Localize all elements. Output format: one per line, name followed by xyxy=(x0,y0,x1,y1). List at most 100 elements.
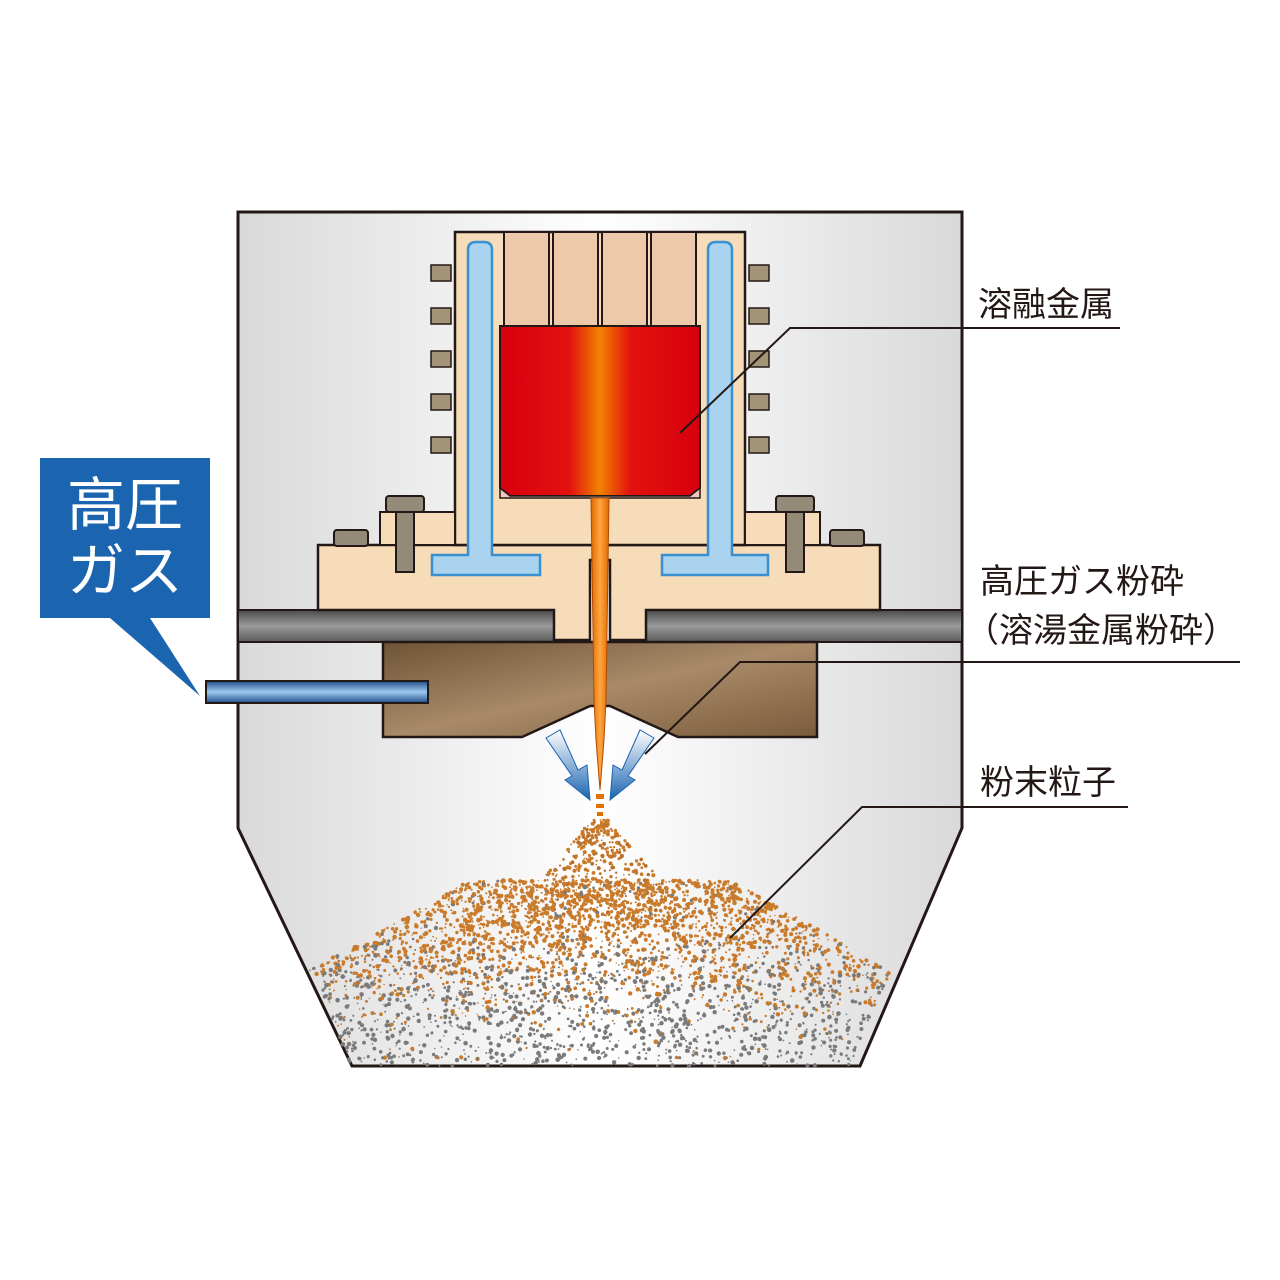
powder-particle xyxy=(627,907,631,911)
powder-particle xyxy=(592,992,595,995)
powder-particle xyxy=(692,923,694,926)
powder-particle xyxy=(614,907,618,911)
powder-particle xyxy=(698,984,702,988)
powder-particle xyxy=(789,932,794,937)
powder-particle xyxy=(689,934,693,939)
powder-particle xyxy=(623,905,626,908)
powder-particle xyxy=(779,1000,781,1003)
powder-particle xyxy=(591,833,594,836)
powder-particle xyxy=(628,873,631,876)
powder-particle xyxy=(525,916,528,918)
powder-particle xyxy=(650,1022,654,1027)
powder-particle xyxy=(607,914,610,917)
powder-particle xyxy=(480,969,484,973)
powder-particle xyxy=(636,1055,641,1061)
powder-particle xyxy=(808,973,813,978)
powder-particle xyxy=(395,997,400,1002)
powder-particle xyxy=(615,876,618,879)
powder-particle xyxy=(541,1059,545,1063)
powder-particle xyxy=(637,908,640,911)
powder-particle xyxy=(717,1025,721,1030)
powder-particle xyxy=(499,893,504,898)
powder-particle xyxy=(586,1045,590,1048)
powder-particle xyxy=(556,990,561,996)
powder-particle xyxy=(415,912,421,918)
powder-particle xyxy=(455,995,458,998)
powder-particle xyxy=(389,945,393,950)
powder-particle xyxy=(553,868,557,873)
powder-particle xyxy=(696,1011,700,1015)
powder-particle xyxy=(595,859,598,862)
powder-particle xyxy=(852,1054,855,1058)
powder-particle xyxy=(576,942,581,946)
powder-particle xyxy=(696,881,700,886)
powder-particle xyxy=(559,928,561,931)
powder-particle xyxy=(384,1003,388,1008)
powder-particle xyxy=(565,1061,568,1064)
powder-particle xyxy=(526,965,530,969)
powder-particle xyxy=(337,1024,340,1027)
powder-particle xyxy=(452,900,456,904)
powder-particle xyxy=(789,977,793,981)
powder-particle xyxy=(636,886,641,890)
powder-particle xyxy=(832,978,835,981)
powder-particle xyxy=(460,990,462,992)
powder-particle xyxy=(544,897,548,901)
powder-particle xyxy=(405,955,409,960)
powder-particle xyxy=(512,992,515,994)
powder-particle xyxy=(440,947,444,951)
powder-particle xyxy=(444,892,449,897)
powder-particle xyxy=(660,1032,665,1036)
powder-particle xyxy=(593,841,597,845)
powder-particle xyxy=(566,899,571,904)
powder-particle xyxy=(397,986,401,991)
powder-particle xyxy=(642,878,648,883)
powder-particle xyxy=(613,978,617,982)
powder-particle xyxy=(388,993,391,995)
powder-particle xyxy=(530,915,534,919)
powder-particle xyxy=(482,915,485,918)
powder-particle xyxy=(807,958,810,962)
powder-particle xyxy=(681,955,683,957)
powder-particle xyxy=(610,846,613,849)
powder-particle xyxy=(452,981,455,984)
powder-particle xyxy=(377,968,380,971)
powder-particle xyxy=(614,1043,619,1048)
powder-particle xyxy=(526,911,531,915)
powder-particle xyxy=(398,936,402,941)
powder-particle xyxy=(717,933,723,938)
powder-particle xyxy=(611,1047,615,1051)
powder-particle xyxy=(379,974,383,978)
powder-particle xyxy=(654,998,658,1002)
powder-particle xyxy=(623,867,628,871)
powder-particle xyxy=(523,951,525,953)
powder-particle xyxy=(592,1025,595,1028)
powder-particle xyxy=(674,916,677,920)
powder-particle xyxy=(530,992,533,995)
powder-particle xyxy=(655,920,658,923)
powder-particle xyxy=(444,922,447,925)
powder-particle xyxy=(400,1022,404,1025)
powder-particle xyxy=(692,1051,694,1054)
powder-particle xyxy=(491,913,495,917)
powder-particle xyxy=(546,879,549,881)
powder-particle xyxy=(520,904,523,907)
powder-particle xyxy=(657,1041,661,1046)
powder-particle xyxy=(667,1040,670,1043)
powder-particle xyxy=(441,896,445,900)
powder-particle xyxy=(467,993,470,997)
powder-particle xyxy=(548,915,554,920)
powder-particle xyxy=(559,919,564,925)
powder-particle xyxy=(390,991,395,995)
powder-particle xyxy=(654,918,658,922)
powder-particle xyxy=(434,1047,436,1050)
powder-particle xyxy=(551,1039,553,1042)
powder-particle xyxy=(767,1064,770,1067)
powder-particle xyxy=(535,967,539,971)
powder-particle xyxy=(587,913,591,917)
powder-particle xyxy=(716,892,721,897)
powder-particle xyxy=(852,964,855,968)
powder-particle xyxy=(640,916,643,919)
powder-particle xyxy=(747,889,750,892)
powder-particle xyxy=(439,908,444,913)
